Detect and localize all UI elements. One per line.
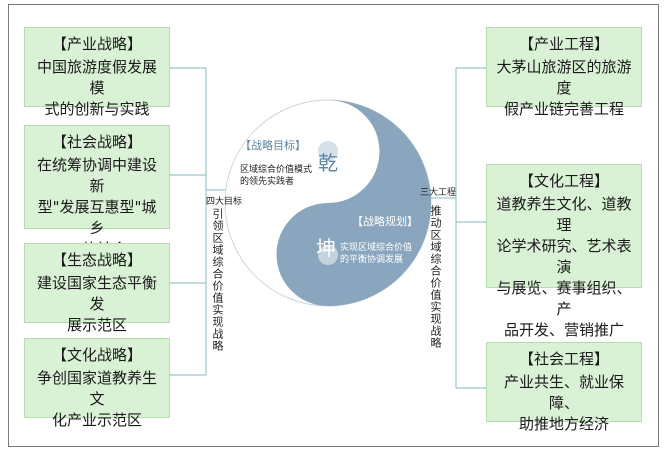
- yin-dot: [318, 245, 338, 265]
- left-vertical-text: 引领区域综合价值实现战略: [211, 208, 224, 352]
- card-title: 【产业战略】: [51, 35, 142, 53]
- card-title: 【产业工程】: [518, 35, 609, 53]
- card-body: 中国旅游度假发展模 式的创新与实践: [36, 58, 157, 118]
- right-hub-label: 三大工程: [420, 188, 457, 198]
- card-title: 【社会工程】: [518, 350, 609, 368]
- right-vertical-text: 推动区域综合价值实现战略: [429, 205, 442, 349]
- card-body: 产业共生、就业保障、 助推地方经济: [503, 373, 624, 433]
- goal-text: 区域综合价值模式 的领先实践者: [240, 165, 313, 187]
- right-connectors: [420, 67, 486, 389]
- qian-character: 乾: [318, 151, 338, 175]
- yang-dot: [318, 141, 338, 161]
- card-culture-strategy: 【文化战略】 争创国家道教养生文 化产业示范区: [24, 338, 170, 429]
- card-body: 大茅山旅游区的旅游度 假产业链完善工程: [496, 58, 632, 118]
- left-hub-label: 四大目标: [206, 197, 243, 207]
- card-ecology-strategy: 【生态战略】 建设国家生态平衡发 展示范区: [24, 243, 170, 334]
- card-social-project: 【社会工程】 产业共生、就业保障、 助推地方经济: [486, 342, 642, 433]
- card-title: 【生态战略】: [51, 251, 142, 269]
- card-body: 道教养生文化、道教理 论学术研究、艺术表演 与展览、赛事组织、产 品开发、营销推…: [496, 195, 632, 339]
- card-title: 【社会战略】: [51, 133, 142, 151]
- kun-character: 坤: [316, 236, 336, 260]
- taiji-symbol: [224, 99, 432, 307]
- card-body: 建设国家生态平衡发 展示范区: [36, 274, 157, 334]
- goal-title: 【战略目标】: [240, 139, 306, 152]
- card-industry-project: 【产业工程】 大茅山旅游区的旅游度 假产业链完善工程: [486, 27, 642, 118]
- card-body: 争创国家道教养生文 化产业示范区: [36, 369, 157, 429]
- card-social-strategy: 【社会战略】 在统筹协调中建设新 型"发展互惠型"城乡 一体社会: [24, 125, 170, 258]
- plan-text: 实现区域综合价值 的平衡协调发展: [340, 243, 413, 265]
- card-culture-project: 【文化工程】 道教养生文化、道教理 论学术研究、艺术表演 与展览、赛事组织、产 …: [486, 164, 642, 339]
- card-industry-strategy: 【产业战略】 中国旅游度假发展模 式的创新与实践: [24, 27, 170, 118]
- card-title: 【文化工程】: [518, 172, 609, 190]
- plan-title: 【战略规划】: [352, 215, 418, 228]
- card-title: 【文化战略】: [51, 346, 142, 364]
